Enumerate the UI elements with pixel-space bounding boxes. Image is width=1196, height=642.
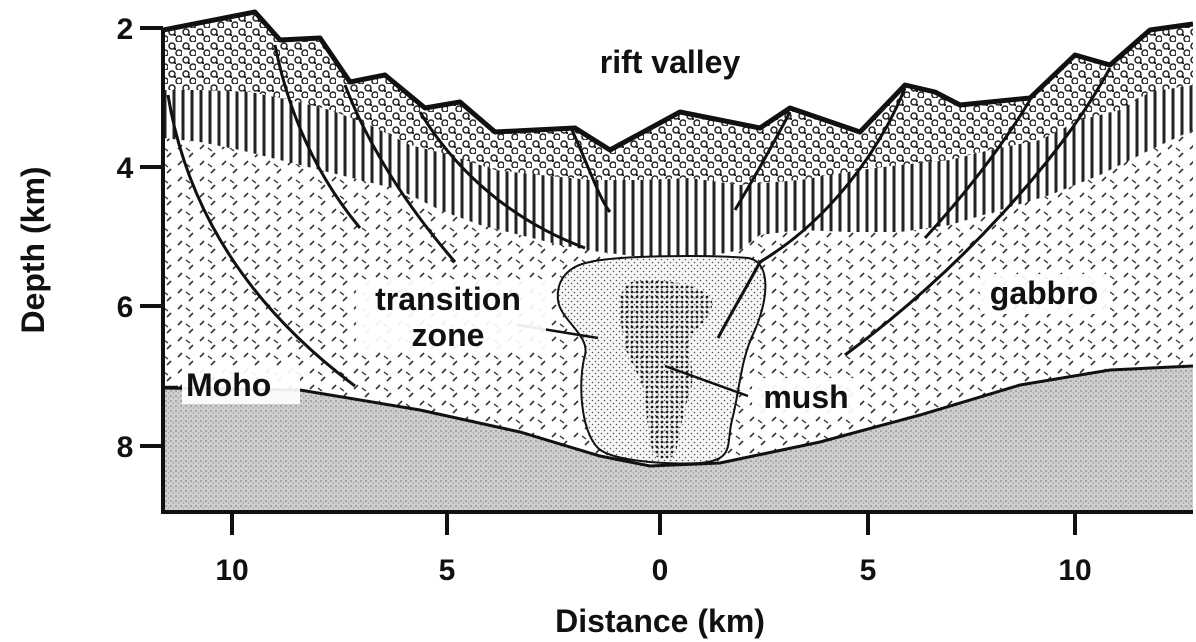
mush-leader [664, 364, 749, 398]
sheeted-dike-layer [163, 85, 1193, 258]
mush-label: mush [763, 379, 848, 415]
fault-line [343, 84, 457, 263]
x-tick-label: 5 [860, 554, 877, 587]
mush-body [618, 280, 713, 460]
moho-line [163, 364, 1193, 468]
fault-line [570, 129, 612, 213]
x-tick-label: 10 [1058, 554, 1091, 587]
fault-line [844, 67, 1112, 357]
transition-zone-label-line1: transition [375, 281, 521, 317]
rift-valley-label: rift valley [600, 44, 741, 80]
mantle-layer [163, 366, 1193, 512]
y-tick-label: 6 [117, 291, 134, 324]
moho-label: Moho [186, 367, 271, 403]
seafloor-surface-line [163, 9, 1193, 153]
x-axis-label: Distance (km) [555, 603, 765, 639]
pillow-basalt-layer [163, 12, 1193, 185]
transition-zone-label-line2: zone [412, 317, 485, 353]
x-tick-label: 0 [652, 554, 669, 587]
y-axis-label: Depth (km) [15, 166, 51, 333]
y-tick-label: 4 [117, 152, 134, 185]
x-tick-label: 5 [439, 554, 456, 587]
x-tick-label: 10 [215, 554, 248, 587]
fault-line [923, 99, 1032, 240]
fault-line [273, 44, 362, 229]
fault-line [733, 111, 792, 211]
y-tick-label: 2 [117, 13, 134, 46]
y-tick-label: 8 [117, 431, 134, 464]
fault-line [716, 87, 907, 339]
fault-line [166, 94, 356, 388]
gabbro-label: gabbro [990, 275, 1098, 311]
fault-line [418, 111, 586, 250]
